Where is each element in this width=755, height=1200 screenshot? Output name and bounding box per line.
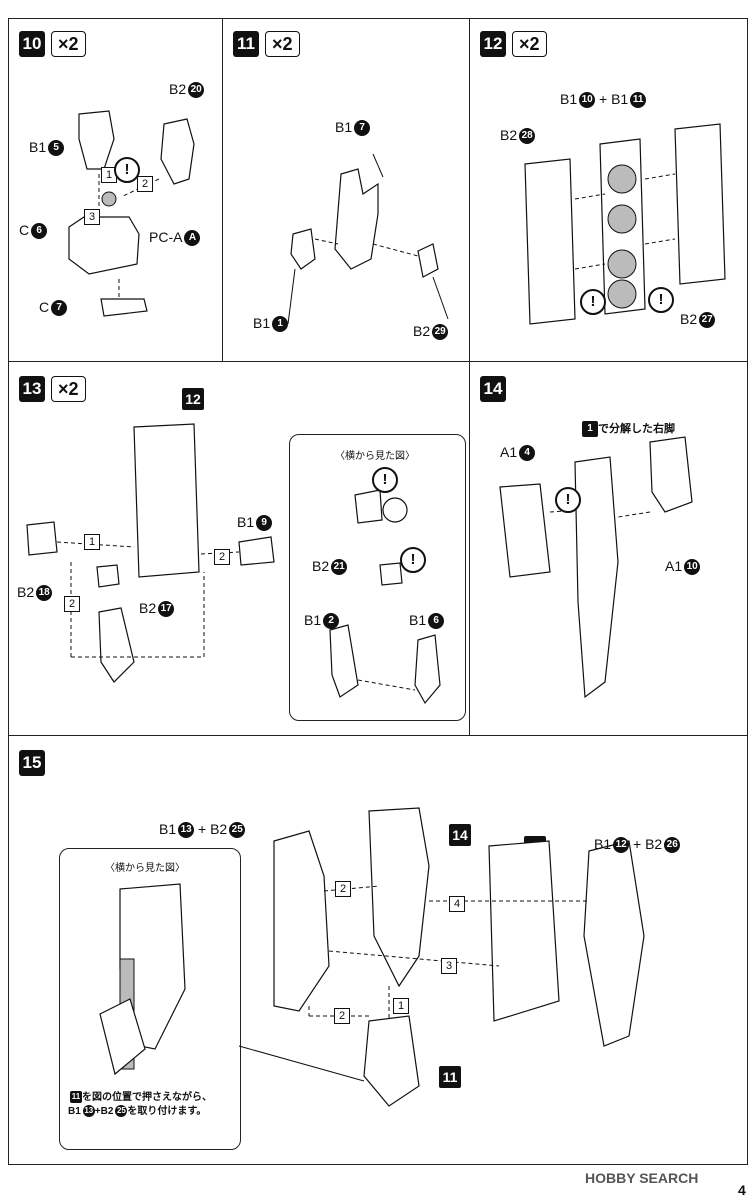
caution-icon: ! [114,157,140,183]
step-number: 11 [233,31,259,57]
step-12-diagram [524,123,726,325]
step-ref-14: 14 [449,824,471,846]
step-number: 13 [19,376,45,402]
order-box-2b: 2 [64,596,80,612]
multiplier-badge: ×2 [512,31,547,57]
side-view-inset: 〈横から見た図〉 ! ! [289,434,466,721]
order-box-1: 1 [393,998,409,1014]
inset-diagram [329,489,441,705]
step-number: 14 [480,376,506,402]
step-ref-12: 12 [182,388,204,410]
caution-icon: ! [580,289,606,315]
multiplier-badge: ×2 [51,376,86,402]
inset-title: 〈横から見た図〉 [105,863,185,874]
step-ref-11: 11 [439,1066,461,1088]
order-box-3: 3 [84,209,100,225]
inset-title: 〈横から見た図〉 [335,451,415,462]
order-box-3: 3 [441,958,457,974]
order-box-1: 1 [84,534,100,550]
page-number: 4 [738,1182,746,1198]
order-box-2: 2 [335,881,351,897]
order-box-2b: 2 [334,1008,350,1024]
caution-icon: ! [555,487,581,513]
step-14-diagram [499,436,693,699]
order-box-2: 2 [137,176,153,192]
step-number: 15 [19,750,45,776]
inset-diagram [99,883,186,1076]
order-box-2: 2 [214,549,230,565]
step-11-diagram [287,153,449,325]
step-number: 12 [480,31,506,57]
caution-icon: ! [372,467,398,493]
step-number: 10 [19,31,45,57]
multiplier-badge: ×2 [51,31,86,57]
step-15-diagram [238,807,645,1107]
multiplier-badge: ×2 [265,31,300,57]
watermark-brand: HOBBY SEARCH [585,1170,699,1186]
order-box-4: 4 [449,896,465,912]
caution-icon: ! [400,547,426,573]
step-13-diagram [26,423,275,683]
caution-icon: ! [648,287,674,313]
